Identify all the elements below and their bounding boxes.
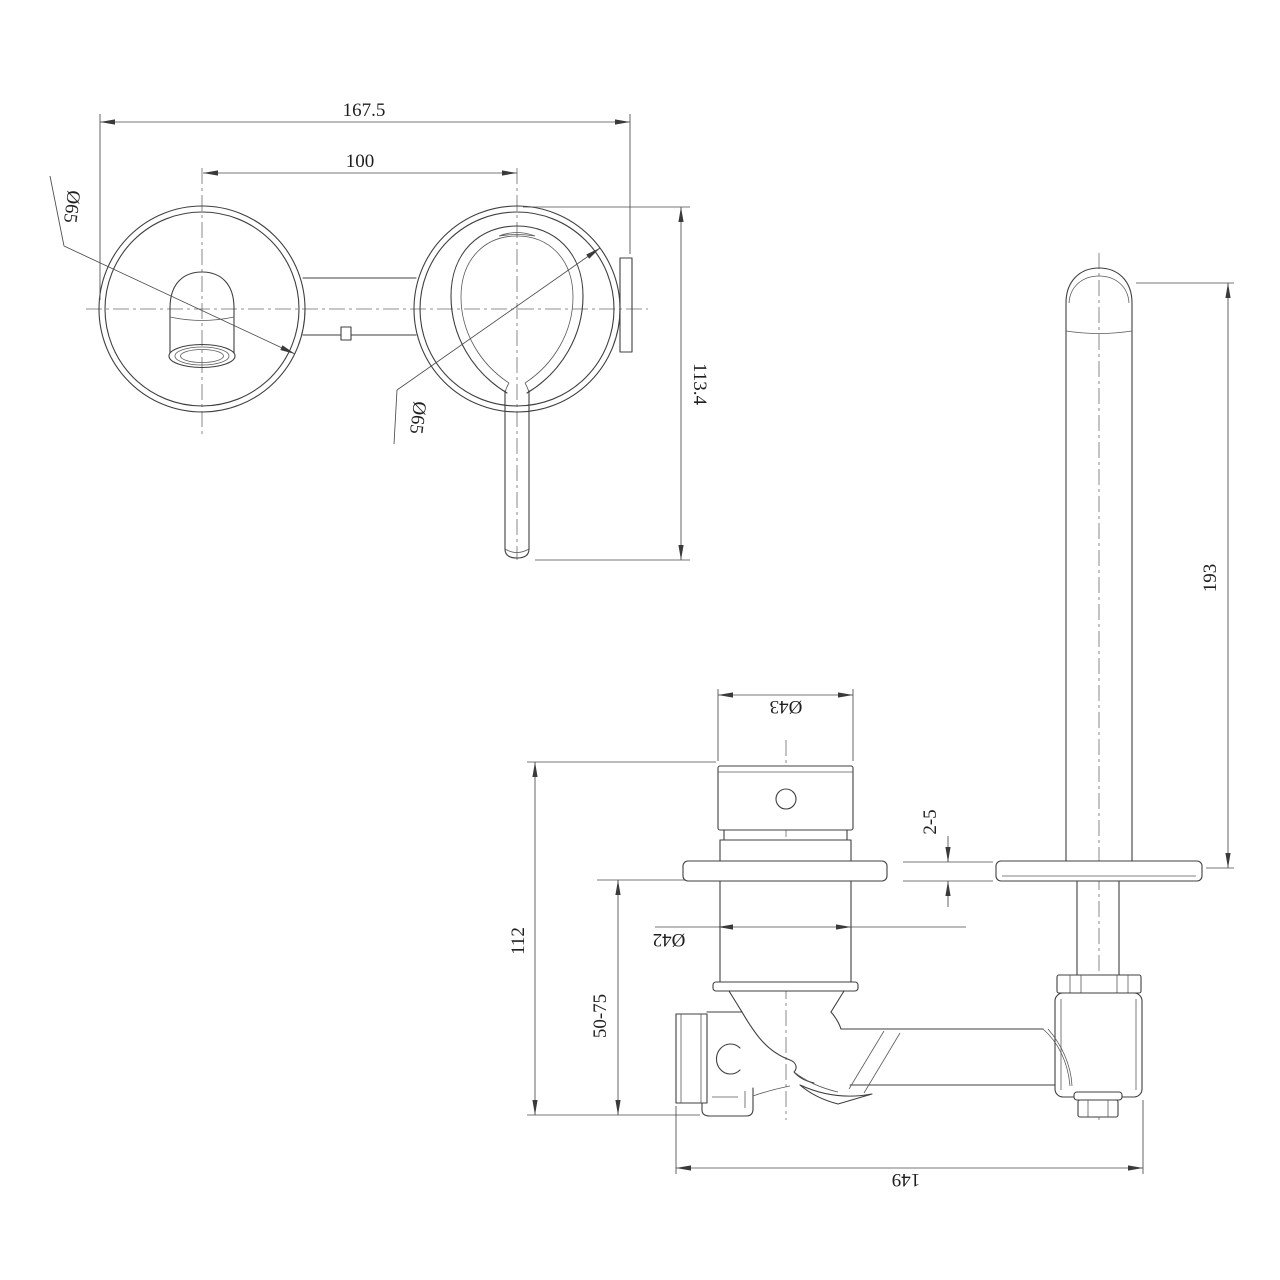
cartridge-cap <box>717 765 854 831</box>
handle-escutcheon <box>413 205 633 413</box>
dim-label-rough-in-range: 50-75 <box>590 994 611 1038</box>
clip-groove <box>715 1043 741 1075</box>
spout-wall-plate <box>995 860 1203 882</box>
valve-wall-plate <box>682 860 888 882</box>
dim-sleeve-diameter: Ø42 <box>653 924 966 950</box>
dim-label-wall-gap: 2-5 <box>920 809 941 834</box>
dim-label-handle-escutcheon-dia: Ø65 <box>405 400 430 435</box>
view-front: 167.5 100 113.4 Ø65 Ø65 <box>49 100 710 561</box>
dim-spout-length: 193 <box>1136 282 1234 869</box>
dim-label-spout-escutcheon-dia: Ø65 <box>59 189 84 224</box>
dim-cap-diameter: Ø43 <box>717 689 854 761</box>
dim-label-body-length: 149 <box>892 1169 921 1190</box>
handle <box>450 225 584 559</box>
set-screw <box>775 788 797 810</box>
spout-tube <box>1065 267 1133 862</box>
aerator <box>168 343 236 369</box>
dim-rough-in-range: 50-75 <box>590 879 685 1115</box>
dim-body-length: 149 <box>675 1100 1144 1190</box>
mounting-tab <box>619 257 633 353</box>
view-spout-side: 193 2-5 <box>903 253 1234 1120</box>
dim-label-sleeve-diameter: Ø42 <box>653 929 686 950</box>
body-foot <box>701 1087 754 1117</box>
dim-wall-gap: 2-5 <box>903 809 993 907</box>
spout-shank <box>1042 880 1143 1118</box>
dim-label-spout-length: 193 <box>1200 564 1221 593</box>
spout-body-end <box>1042 992 1143 1098</box>
valve-sleeve <box>682 829 888 1013</box>
dim-overall-depth: 112 <box>508 761 716 1116</box>
valve-body <box>675 1011 1056 1117</box>
connecting-tube <box>302 277 417 341</box>
dim-overall-width: 167.5 <box>99 100 631 300</box>
view-valve-side: Ø43 Ø42 112 50-75 149 <box>508 689 1144 1190</box>
tube-clip <box>340 326 352 341</box>
dim-label-cap-diameter: Ø43 <box>770 696 803 717</box>
label-handle-escutcheon-diameter: Ø65 <box>393 247 601 445</box>
fixing-nut <box>1056 974 1142 994</box>
dim-center-distance: 100 <box>203 151 517 176</box>
centerlines-front <box>86 168 648 560</box>
dim-label-overall-width: 167.5 <box>343 100 386 121</box>
handle-top-mark <box>498 232 536 237</box>
label-spout-escutcheon-diameter: Ø65 <box>49 175 296 355</box>
dim-height: 113.4 <box>523 206 710 561</box>
dim-label-center-distance: 100 <box>346 151 375 172</box>
dim-label-overall-depth: 112 <box>508 927 529 955</box>
spout-escutcheon <box>98 205 306 413</box>
spout-nozzle <box>168 271 236 369</box>
sleeve-lip <box>712 981 859 992</box>
lock-nut <box>1073 1091 1123 1118</box>
outlet-wedge <box>799 1084 873 1105</box>
handle-stem <box>504 390 530 559</box>
dim-label-height: 113.4 <box>689 363 710 406</box>
